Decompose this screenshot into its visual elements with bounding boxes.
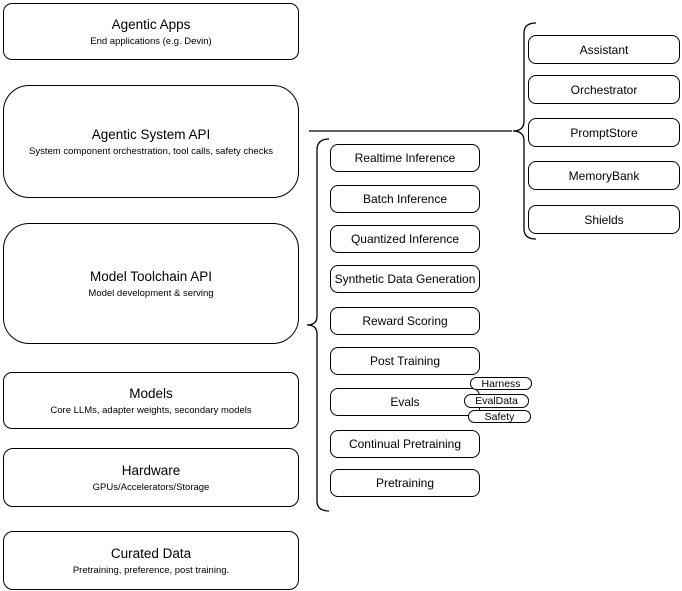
box-title: Model Toolchain API bbox=[89, 268, 213, 284]
node-label: Realtime Inference bbox=[354, 151, 456, 165]
box-title: Hardware bbox=[121, 462, 181, 478]
toolchain-node-post-training: Post Training bbox=[330, 347, 480, 375]
stack-box-agentic-apps: Agentic Apps End applications (e.g. Devi… bbox=[3, 3, 299, 60]
node-label: Evals bbox=[390, 395, 420, 409]
node-label: Reward Scoring bbox=[362, 314, 448, 328]
node-label: Quantized Inference bbox=[350, 232, 460, 246]
toolchain-node-pretraining: Pretraining bbox=[330, 469, 480, 497]
evals-tag-harness: Harness bbox=[470, 377, 532, 390]
stack-box-agentic-system-api: Agentic System API System component orch… bbox=[3, 85, 299, 198]
node-label: Pretraining bbox=[375, 476, 435, 490]
node-label: Assistant bbox=[579, 42, 629, 57]
box-subtitle: Pretraining, preference, post training. bbox=[72, 564, 230, 576]
box-subtitle: System component orchestration, tool cal… bbox=[29, 145, 273, 157]
node-label: Batch Inference bbox=[362, 192, 448, 206]
toolchain-node-quantized-inference: Quantized Inference bbox=[330, 225, 480, 253]
node-label: Post Training bbox=[369, 354, 441, 368]
box-subtitle: Model development & serving bbox=[88, 287, 214, 299]
toolchain-node-reward-scoring: Reward Scoring bbox=[330, 307, 480, 335]
stack-box-model-toolchain-api: Model Toolchain API Model development & … bbox=[3, 223, 299, 344]
node-label: Continual Pretraining bbox=[348, 437, 462, 451]
system-node-orchestrator: Orchestrator bbox=[528, 75, 680, 104]
system-node-shields: Shields bbox=[528, 205, 680, 234]
stack-box-models: Models Core LLMs, adapter weights, secon… bbox=[3, 372, 299, 429]
toolchain-node-batch-inference: Batch Inference bbox=[330, 185, 480, 213]
toolchain-node-continual-pretraining: Continual Pretraining bbox=[330, 430, 480, 458]
system-node-promptstore: PromptStore bbox=[528, 118, 680, 147]
box-title: Agentic Apps bbox=[111, 16, 191, 32]
node-label: Orchestrator bbox=[570, 82, 638, 97]
box-title: Models bbox=[129, 385, 173, 401]
toolchain-node-realtime-inference: Realtime Inference bbox=[330, 144, 480, 172]
pill-label: Harness bbox=[481, 377, 521, 390]
toolchain-bracket bbox=[306, 138, 330, 512]
node-label: PromptStore bbox=[570, 125, 638, 140]
system-node-memorybank: MemoryBank bbox=[528, 161, 680, 190]
box-title: Curated Data bbox=[110, 545, 192, 561]
evals-tag-evaldata: EvalData bbox=[464, 394, 529, 408]
pill-label: Safety bbox=[484, 410, 515, 423]
box-subtitle: Core LLMs, adapter weights, secondary mo… bbox=[50, 404, 252, 416]
pill-label: EvalData bbox=[475, 395, 518, 407]
stack-box-hardware: Hardware GPUs/Accelerators/Storage bbox=[3, 448, 299, 507]
box-subtitle: End applications (e.g. Devin) bbox=[90, 35, 212, 47]
node-label: Shields bbox=[584, 212, 624, 227]
toolchain-node-synthetic-data-generation: Synthetic Data Generation bbox=[330, 265, 480, 293]
system-components-bracket bbox=[512, 22, 537, 240]
node-label: Synthetic Data Generation bbox=[334, 272, 476, 286]
box-title: Agentic System API bbox=[91, 126, 211, 142]
evals-tag-safety: Safety bbox=[468, 410, 531, 423]
stack-box-curated-data: Curated Data Pretraining, preference, po… bbox=[3, 531, 299, 590]
system-node-assistant: Assistant bbox=[528, 35, 680, 64]
node-label: MemoryBank bbox=[568, 168, 640, 183]
toolchain-node-evals: Evals bbox=[330, 388, 480, 416]
box-subtitle: GPUs/Accelerators/Storage bbox=[92, 481, 210, 493]
